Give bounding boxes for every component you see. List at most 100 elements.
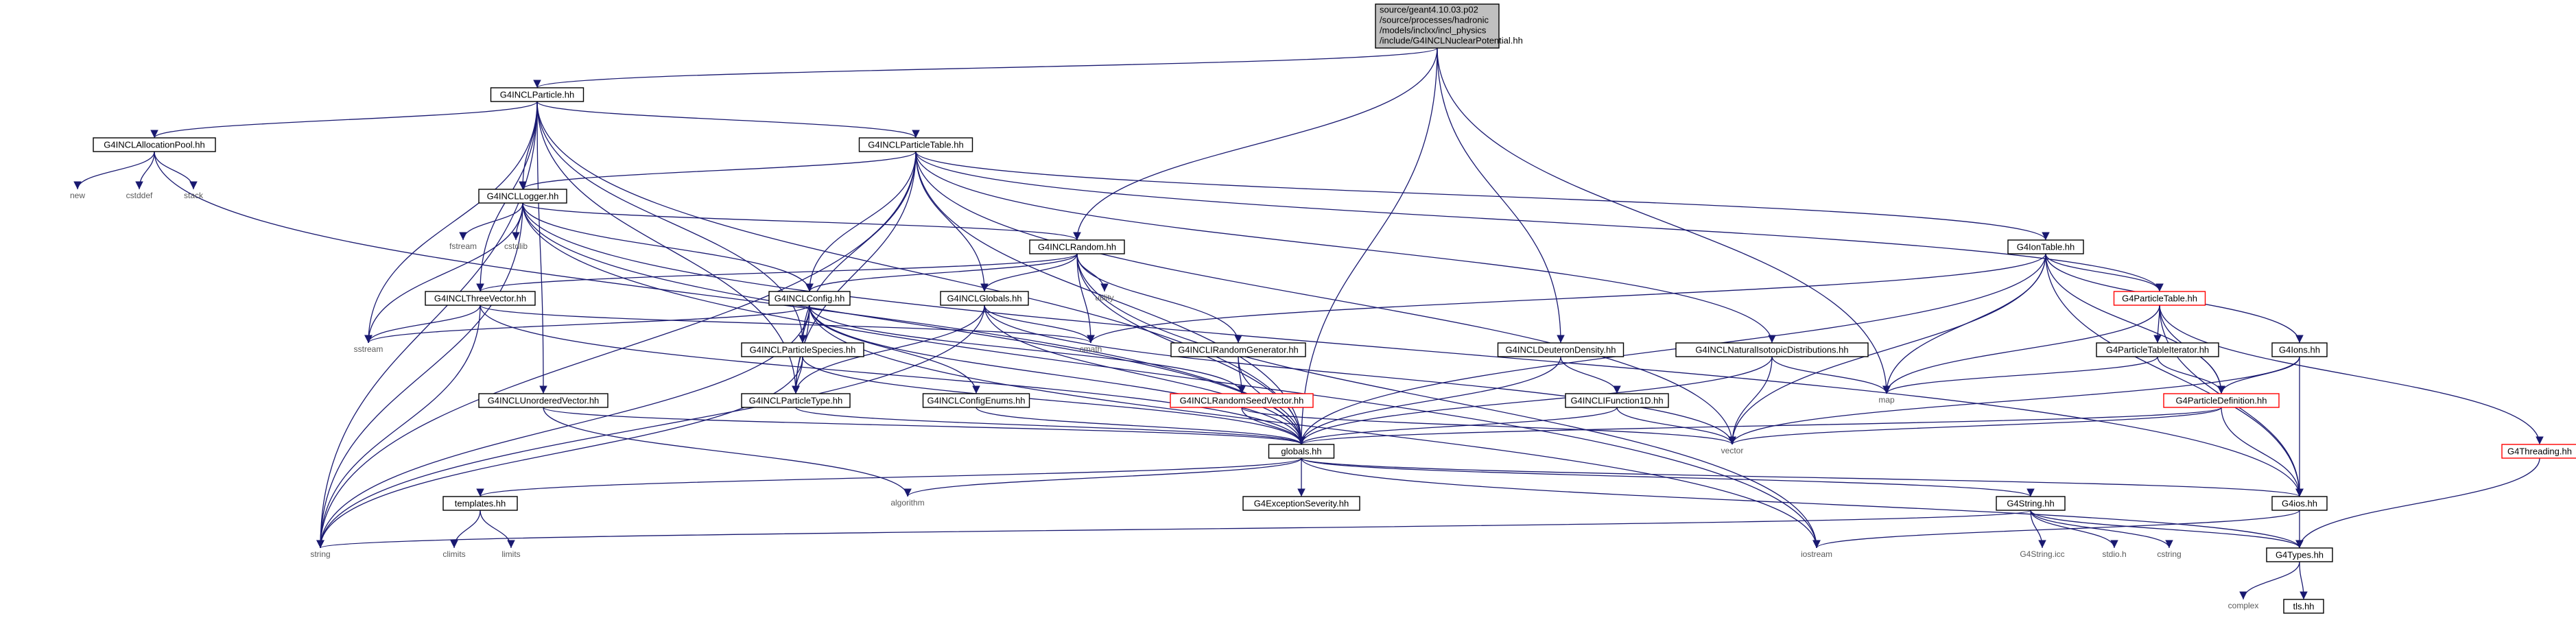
header-file-label: G4INCLRandom.hh (1038, 241, 1116, 252)
node-g4inclrandomseedvector[interactable]: G4INCLRandomSeedVector.hh (1170, 393, 1314, 408)
dependency-edge (805, 151, 917, 292)
header-file-box (2283, 599, 2324, 614)
dependency-edge (1087, 253, 2046, 344)
dependency-edge (984, 305, 1736, 445)
header-file-label: G4INCLIFunction1D.hh (1570, 395, 1663, 405)
header-file-label: G4INCLConfig.hh (775, 293, 845, 303)
dependency-edge (522, 202, 814, 292)
header-file-label: G4INCLParticle.hh (500, 89, 574, 99)
dependency-edge (364, 101, 538, 344)
dependency-edge (795, 407, 1305, 445)
node-g4iontable[interactable]: G4IonTable.hh (2007, 239, 2084, 254)
dependency-edge (809, 305, 1305, 445)
node-g4threading[interactable]: G4Threading.hh (2501, 444, 2576, 459)
node-g4inclparticletable[interactable]: G4INCLParticleTable.hh (858, 137, 973, 152)
dependency-edge (316, 151, 917, 549)
header-file-label: G4ios.hh (2282, 498, 2317, 508)
dependency-edge (2045, 253, 2164, 292)
dependency-edge (2030, 510, 2304, 549)
node-g4particletable[interactable]: G4ParticleTable.hh (2113, 291, 2206, 306)
system-header-label: climits (442, 549, 465, 559)
dependency-edge (1882, 356, 2158, 394)
node-g4inclparticletype[interactable]: G4INCLParticleType.hh (741, 393, 851, 408)
header-file-label: G4INCLParticleSpecies.hh (750, 344, 856, 355)
dependency-edge (1728, 253, 2046, 445)
node-g4ios[interactable]: G4ios.hh (2271, 496, 2328, 511)
dependency-edge (809, 305, 1246, 394)
header-file-box (1170, 342, 1306, 357)
node-limits: limits (501, 549, 520, 559)
node-g4inclifunction1d[interactable]: G4INCLIFunction1D.hh (1565, 393, 1669, 408)
node-cstring: cstring (2157, 549, 2181, 559)
dependency-edge (2299, 561, 2308, 600)
header-file-box (1242, 496, 1360, 511)
node-g4types[interactable]: G4Types.hh (2266, 547, 2333, 562)
dependency-edge (980, 253, 1078, 292)
dependency-edge (1728, 407, 2222, 445)
node-g4string-icc: G4String.icc (2020, 549, 2064, 559)
dependency-edge (2221, 407, 2304, 497)
dependency-edge (1728, 356, 2300, 445)
header-file-box (478, 393, 608, 408)
system-header-label: vector (1721, 446, 1744, 455)
header-file-label: G4Ions.hh (2279, 344, 2320, 355)
node-g4inclrandom[interactable]: G4INCLRandom.hh (1029, 239, 1125, 254)
system-header-label: cstring (2157, 549, 2181, 559)
dependency-edge (364, 305, 481, 344)
node-globals[interactable]: globals.hh (1268, 444, 1335, 459)
header-file-label: G4INCLConfigEnums.hh (927, 395, 1025, 405)
dependency-edge (1297, 407, 1618, 445)
header-file-box (2163, 393, 2280, 408)
dependency-edge (984, 305, 1305, 445)
dependency-edge (73, 151, 155, 190)
dependency-edge (2045, 253, 2304, 497)
header-file-box (741, 393, 851, 408)
node-g4inclparticle[interactable]: G4INCLParticle.hh (490, 87, 584, 102)
node-g4inclglobals[interactable]: G4INCLGlobals.hh (940, 291, 1029, 306)
dependency-edge (536, 101, 920, 139)
dependency-edge (522, 202, 1081, 241)
header-file-label: G4ParticleTableIterator.hh (2106, 344, 2209, 355)
header-file-box (940, 291, 1029, 306)
node-g4particletableiterator[interactable]: G4ParticleTableIterator.hh (2096, 342, 2219, 357)
node-g4incldeuterondensity[interactable]: G4INCLDeuteronDensity.hh (1497, 342, 1624, 357)
node-tls[interactable]: tls.hh (2283, 599, 2324, 614)
root-label-line: /include/G4INCLNuclearPotential.hh (1380, 35, 1523, 45)
header-file-label: G4INCLUnorderedVector.hh (488, 395, 600, 405)
dependency-edge (802, 356, 1305, 445)
header-file-box (1996, 496, 2066, 511)
node-g4inclunorderedvector[interactable]: G4INCLUnorderedVector.hh (478, 393, 608, 408)
node-g4inclallocationpool[interactable]: G4INCLAllocationPool.hh (93, 137, 216, 152)
node-g4ions[interactable]: G4Ions.hh (2271, 342, 2328, 357)
node-g4exceptionseverity[interactable]: G4ExceptionSeverity.hh (1242, 496, 1360, 511)
dependency-edge (2159, 305, 2544, 445)
node-g4inclconfigenums[interactable]: G4INCLConfigEnums.hh (922, 393, 1030, 408)
node-g4string[interactable]: G4String.hh (1996, 496, 2066, 511)
node-root[interactable]: source/geant4.10.03.p02/source/processes… (1375, 3, 1523, 49)
dependency-edge (809, 305, 1821, 549)
node-utility: utility (1095, 293, 1113, 302)
node-g4inclconfig[interactable]: G4INCLConfig.hh (768, 291, 851, 306)
node-g4inclparticlespecies[interactable]: G4INCLParticleSpecies.hh (741, 342, 864, 357)
node-g4particledefinition[interactable]: G4ParticleDefinition.hh (2163, 393, 2280, 408)
dependency-edge (536, 101, 547, 394)
root-label-line: /source/processes/hadronic (1380, 14, 1489, 25)
node-algorithm: algorithm (890, 498, 924, 508)
dependency-edge (154, 151, 198, 190)
dependency-edge (519, 151, 917, 190)
root-file-box (1375, 3, 1500, 49)
node-g4inclrandomgenerator[interactable]: G4INCLIRandomGenerator.hh (1170, 342, 1306, 357)
node-g4inclnaturalisotopicdistributions[interactable]: G4INCLNaturalIsotopicDistributions.hh (1675, 342, 1869, 357)
node-g4inclthreevector[interactable]: G4INCLThreeVector.hh (425, 291, 536, 306)
dependency-edge (317, 510, 2031, 549)
dependency-edge (915, 151, 1736, 445)
system-header-label: cmath (1080, 344, 1102, 354)
node-templates[interactable]: templates.hh (442, 496, 518, 511)
header-file-box (442, 496, 518, 511)
system-header-label: complex (2228, 601, 2259, 610)
node-stdio: stdio.h (2102, 549, 2126, 559)
dependency-edge (316, 202, 523, 549)
node-g4incllogger[interactable]: G4INCLLogger.hh (478, 189, 567, 204)
dependency-edge (1560, 356, 1621, 394)
dependency-edge (450, 510, 481, 549)
